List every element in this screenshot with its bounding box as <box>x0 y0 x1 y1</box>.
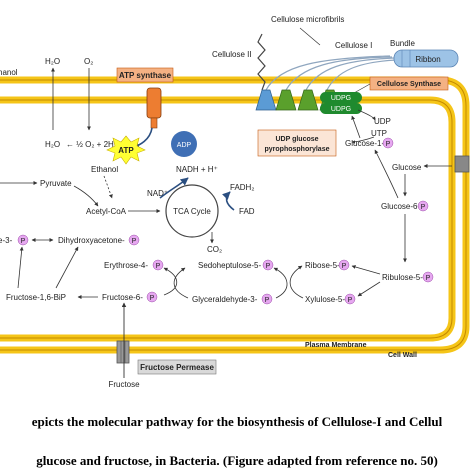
phosphate-icon <box>422 271 434 283</box>
udpg-2 <box>320 103 362 114</box>
fadh2-label: FADH₂ <box>230 183 254 192</box>
udp-glucose-pyrophosphorylase-label: UDP glucose <box>275 136 318 143</box>
utp-label: UTP <box>371 129 387 138</box>
phosphate-label: P <box>348 297 353 304</box>
glucose-1-label: Glucose-1- <box>345 139 384 148</box>
ribbon-label: Ribbon <box>415 55 440 64</box>
phosphate-label: P <box>426 275 431 282</box>
cell-wall <box>0 76 470 354</box>
glucose-6-label: Glucose-6- <box>381 202 420 211</box>
phosphate-label: P <box>156 263 161 270</box>
udpg-2-label: UDPG <box>331 106 351 113</box>
fructose-permease-label: Fructose Permease <box>140 363 214 372</box>
phosphate-label: P <box>21 238 26 245</box>
phosphate-label: P <box>150 295 155 302</box>
atp-synthase-label: ATP synthase <box>119 71 172 80</box>
phosphate-icon <box>152 259 164 271</box>
nad-label: NAD⁺ <box>147 189 168 198</box>
phosphate-icon <box>261 293 273 305</box>
fructose-permease-icon <box>116 340 130 364</box>
udp-label: UDP <box>374 117 391 126</box>
erythrose-4-label: Erythrose-4- <box>104 261 148 270</box>
adp-label: ADP <box>177 142 192 149</box>
phosphate-icon <box>338 259 350 271</box>
microfibril-lines <box>265 55 397 93</box>
phosphate-label: P <box>386 141 391 148</box>
phosphate-icon <box>128 234 140 246</box>
h2o-top-label: H₂O <box>45 57 60 66</box>
h2o-reaction-label: H₂O <box>45 140 60 149</box>
bundle-label: Bundle <box>390 39 415 48</box>
udp-glucose-pyrophosphorylase-box <box>257 129 337 157</box>
fructose-permease-box <box>137 359 217 375</box>
cellulose-ii-chain <box>257 33 266 91</box>
phosphate-icon <box>382 137 394 149</box>
udp-glucose-pyrophosphorylase-label-2: pyrophosphorylase <box>265 146 330 153</box>
phosphate-label: P <box>132 238 137 245</box>
ethanol-label: Ethanol <box>91 165 118 174</box>
caption-line-1: epicts the molecular pathway for the bio… <box>31 414 443 429</box>
sedoheptulose-5-label: Sedoheptulose-5- <box>198 261 261 270</box>
o2-top-label: O₂ <box>84 57 93 66</box>
phosphate-icon <box>344 293 356 305</box>
ethanol-left-label: hanol <box>0 68 18 77</box>
xylulose-5-label: Xylulose-5- <box>305 295 345 304</box>
phosphate-label: P <box>421 204 426 211</box>
phosphate-label: P <box>266 263 271 270</box>
atp-synthase-icon <box>146 87 162 129</box>
cell-wall-label: Cell Wall <box>388 352 417 359</box>
udpg-1 <box>320 92 362 103</box>
phosphate-label: P <box>265 297 270 304</box>
dihydroxyacetone-label: Dihydroxyacetone- <box>58 236 125 245</box>
fructose-16-bip-label: Fructose-1,6-BiP <box>6 293 66 302</box>
atp-label: ATP <box>118 146 134 155</box>
tca-cycle <box>165 184 219 238</box>
pathway-diagram: Fructose Permease Fructose Plasma Membra… <box>0 15 470 389</box>
phosphate-icon <box>146 291 158 303</box>
udpg-1-label: UDPG <box>331 95 351 102</box>
phosphate-icon <box>17 234 29 246</box>
glucose-label: Glucose <box>392 163 422 172</box>
ribulose-5-label: Ribulose-5- <box>382 273 423 282</box>
cellulose-synthase-box <box>369 76 449 91</box>
co2-label: CO₂ <box>207 245 222 254</box>
atp-synthase-box <box>116 67 174 83</box>
phosphate-icon <box>417 200 429 212</box>
caption-line-2: glucose and fructose, in Bacteria. (Figu… <box>36 453 438 468</box>
nadh-label: NADH + H⁺ <box>176 165 218 174</box>
cellulose-microfibrils-label: Cellulose microfibrils <box>271 15 344 24</box>
adp-icon <box>171 131 197 157</box>
glyceraldehyde-3-left-label: e-3- <box>0 236 13 245</box>
fructose-label: Fructose <box>108 380 140 389</box>
half-o2-reaction-label: ← ½ O₂ + 2H⁺ <box>66 140 118 149</box>
phosphate-icon <box>262 259 274 271</box>
fad-label: FAD <box>239 207 255 216</box>
ribose-5-label: Ribose-5- <box>305 261 340 270</box>
plasma-membrane-label: Plasma Membrane <box>305 342 367 349</box>
cellulose-synthase-label: Cellulose Synthase <box>377 81 441 88</box>
atp-star-icon <box>106 135 146 165</box>
cellulose-ii-label: Cellulose II <box>212 50 252 59</box>
cellulose-i-label: Cellulose I <box>335 41 372 50</box>
glyceraldehyde-3-label: Glyceraldehyde-3- <box>192 295 258 304</box>
channel-icon <box>454 155 470 173</box>
phosphate-label: P <box>342 263 347 270</box>
acetyl-coa-label: Acetyl-CoA <box>86 207 127 216</box>
tca-cycle-label: TCA Cycle <box>173 207 211 216</box>
fructose-6-label: Fructose-6- <box>102 293 143 302</box>
pyruvate-label: Pyruvate <box>40 179 72 188</box>
